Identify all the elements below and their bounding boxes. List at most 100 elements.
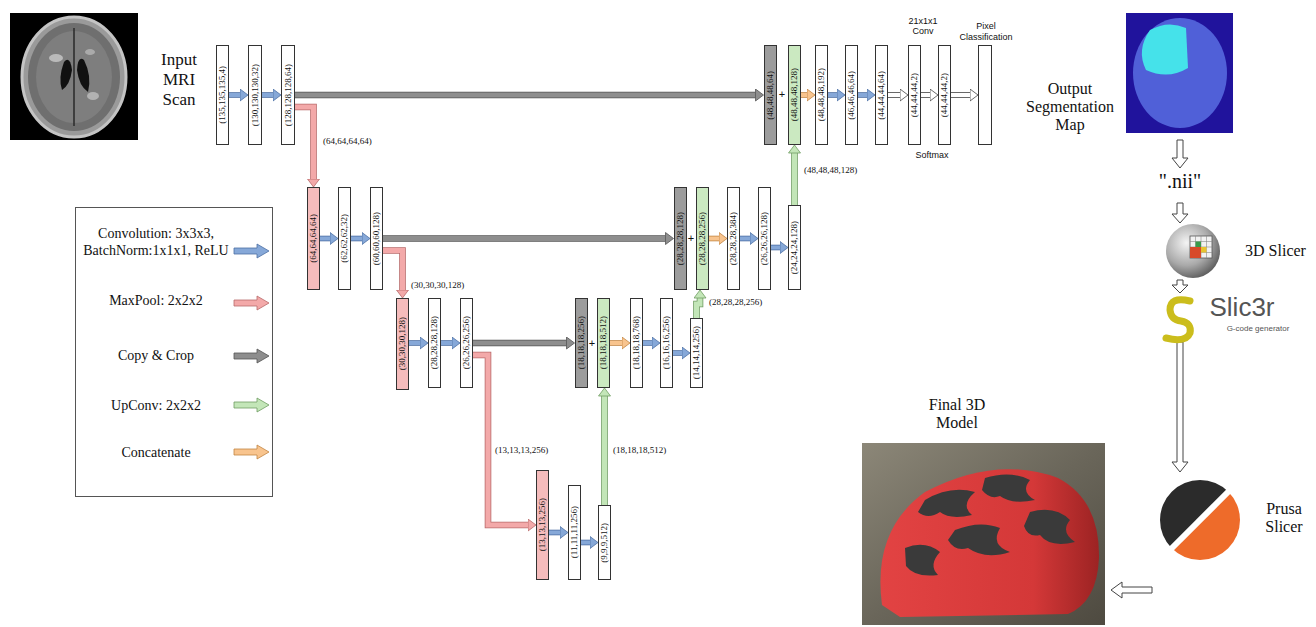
tensor-size: (60,60,60,128): [372, 212, 381, 265]
conv-arrow: [549, 532, 560, 533]
concat-arrow: [610, 343, 622, 344]
feature-map-box: (14,14,14,256): [690, 318, 703, 388]
arrow-body: [320, 237, 330, 241]
upconv-map-box: (48,48,48,128): [788, 45, 801, 145]
arrow-body: [229, 93, 240, 97]
tensor-size: (28,28,28,128): [430, 316, 439, 369]
upconv-map-box: (18,18,18,512): [597, 298, 610, 388]
feature-map-box: (26,26,26,128): [758, 187, 771, 290]
tensor-size: (28,28,28,128): [676, 212, 685, 265]
prusa-slicer-logo-part: [1172, 492, 1240, 560]
tensor-size: (46,46,46,64): [847, 71, 856, 120]
tensor-size: (130,130,130,32): [251, 64, 260, 126]
copy-crop-arrow: [383, 238, 666, 239]
printed-model-photo-part: [948, 524, 1010, 555]
mri-scan-part: [28, 23, 120, 131]
arrow-outline: [951, 92, 970, 98]
conv-arrow: [643, 343, 652, 344]
tensor-size: (44,44,44,2): [940, 73, 949, 117]
conv-arrow: [673, 353, 682, 354]
feature-map-box: (44,44,44,2): [908, 45, 921, 145]
arrow-outline: [888, 92, 900, 98]
pooled-map-box: (13,13,13,256): [536, 470, 549, 580]
slicer-3d-icon-part: [1190, 236, 1212, 258]
segmentation-map: [1126, 13, 1233, 133]
tensor-size: (13,13,13,256): [538, 498, 547, 551]
pipeline-arrow-part: [1111, 582, 1152, 598]
pipeline-arrow-part: [1172, 342, 1188, 472]
arrow-outline: [709, 236, 719, 242]
tensor-size: (11,11,11,256): [570, 506, 579, 558]
box-heading: Pixel Classification: [954, 21, 1018, 43]
pipeline-arrow-part: [1172, 140, 1188, 168]
conv-arrow: [320, 238, 330, 239]
upconv-arrow: [604, 396, 605, 505]
arrow-body: [792, 153, 797, 205]
tensor-size: (24,24,24,128): [790, 221, 799, 274]
pipeline-arrow-part: [1172, 203, 1188, 223]
arrow-outline: [320, 236, 330, 242]
arrow-body: [921, 93, 930, 97]
legend-arrow: [233, 242, 273, 260]
tensor-size: (48,48,48,64): [766, 71, 775, 120]
logo-subtitle: G-code generator: [1212, 324, 1304, 333]
arrow-outline: [383, 235, 666, 242]
arrow-body: [697, 298, 701, 318]
arrow-outline: [673, 350, 682, 356]
tensor-size: (26,26,26,256): [462, 316, 471, 369]
feature-map-box: (130,130,130,32): [248, 45, 262, 145]
prusa-slicer-logo: [1160, 480, 1240, 560]
feature-map-box: (28,28,28,128): [428, 298, 441, 388]
arrow-outline: [921, 92, 930, 98]
layer-note: 21x1x1 Conv: [903, 16, 943, 36]
arrow-outline: [643, 340, 652, 346]
logo-text: Slic3r: [1196, 292, 1288, 322]
cropped-map-box: (48,48,48,64): [764, 45, 777, 145]
slicer-3d-icon-part: [1166, 224, 1220, 278]
conv-arrow: [351, 238, 362, 239]
mri-scan-part: [22, 17, 126, 137]
tensor-size: (28,28,28,256): [698, 212, 707, 265]
arrow-outline: [601, 396, 608, 505]
result-title: Final 3D Model: [920, 396, 994, 432]
feature-map-box: (46,46,46,64): [845, 45, 858, 145]
slicer-3d-icon-part: [1190, 247, 1201, 258]
mri-scan-part: [87, 92, 99, 100]
arrow-body: [409, 341, 420, 345]
legend-arrow: [233, 396, 273, 414]
arrow-body: [643, 341, 652, 345]
mri-scan-part: [85, 49, 95, 55]
arrow-body: [549, 531, 560, 535]
conv-arrow: [771, 247, 780, 248]
arrow-outline: [740, 236, 750, 242]
input-title: Input MRI Scan: [150, 50, 208, 110]
tensor-size: (30,30,30,128): [398, 317, 407, 370]
tensor-size-label: (18,18,18,512): [612, 445, 667, 456]
arrow-outline: [828, 92, 837, 98]
tensor-size: (62,62,62,32): [340, 214, 349, 263]
prusa-slicer-logo-part: [1164, 484, 1236, 556]
legend-arrow-shape: [234, 296, 269, 310]
tensor-size: (128,128,128,64): [284, 64, 293, 126]
mri-scan: [10, 13, 138, 140]
tensor-size: (64,64,64,64): [309, 214, 318, 263]
arrow-outline: [351, 236, 362, 242]
arrow-outline: [262, 92, 273, 98]
feature-map-box: (44,44,44,2): [938, 45, 951, 145]
mri-scan-part: [77, 59, 89, 92]
printed-model-photo-part: [1024, 510, 1075, 544]
concat-arrow: [709, 238, 719, 239]
concat-plus: +: [686, 232, 696, 245]
conv-arrow: [740, 238, 750, 239]
arrow-body: [951, 93, 970, 97]
feature-map-box: (11,11,11,256): [568, 485, 581, 580]
arrow-outline: [771, 245, 780, 251]
slicer-3d-icon-part: [1196, 242, 1202, 248]
arrow-outline: [549, 530, 560, 536]
arrow-body: [351, 237, 362, 241]
arrow-body: [581, 541, 590, 545]
pipeline-arrow-part: [1172, 280, 1188, 293]
segmentation-map-part: [1142, 24, 1188, 74]
tensor-size: (44,44,44,2): [910, 73, 919, 117]
